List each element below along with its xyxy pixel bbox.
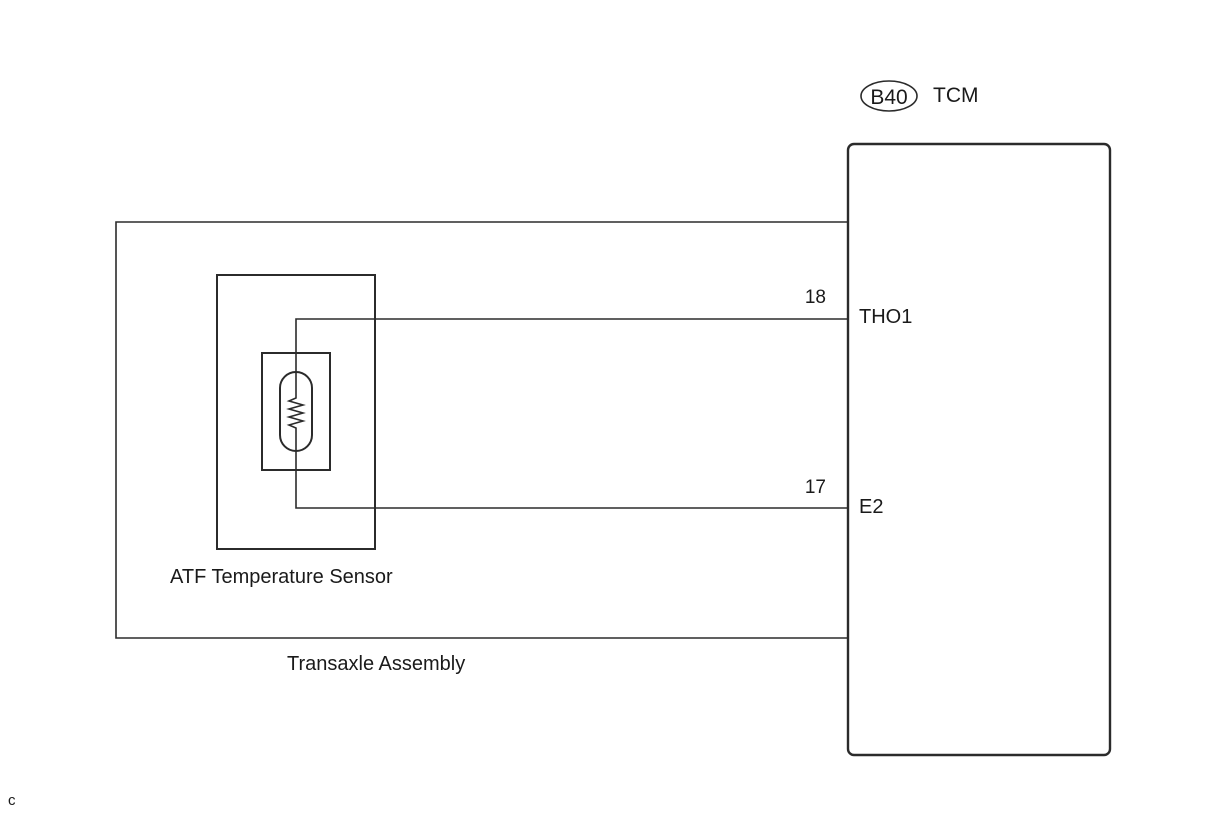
assembly-label: Transaxle Assembly [287, 653, 465, 675]
tcm-box [846, 142, 1112, 757]
tcm-label: TCM [933, 84, 979, 107]
terminal-name-tho1: THO1 [859, 306, 912, 328]
pin-number-tho1: 18 [805, 287, 826, 308]
wire-tho1 [295, 318, 848, 384]
sensor-outer-box [216, 274, 376, 550]
connector-badge: B40 [860, 80, 918, 112]
connector-code: B40 [870, 86, 907, 109]
connector-oval [860, 80, 918, 112]
transaxle-assembly-outline [115, 221, 848, 639]
resistor-zigzag [286, 384, 306, 440]
terminal-name-e2: E2 [859, 496, 883, 518]
pin-number-e2: 17 [805, 477, 826, 498]
corner-code: c [8, 792, 16, 809]
wire-e2 [295, 440, 848, 509]
sensor-label: ATF Temperature Sensor [170, 566, 393, 588]
